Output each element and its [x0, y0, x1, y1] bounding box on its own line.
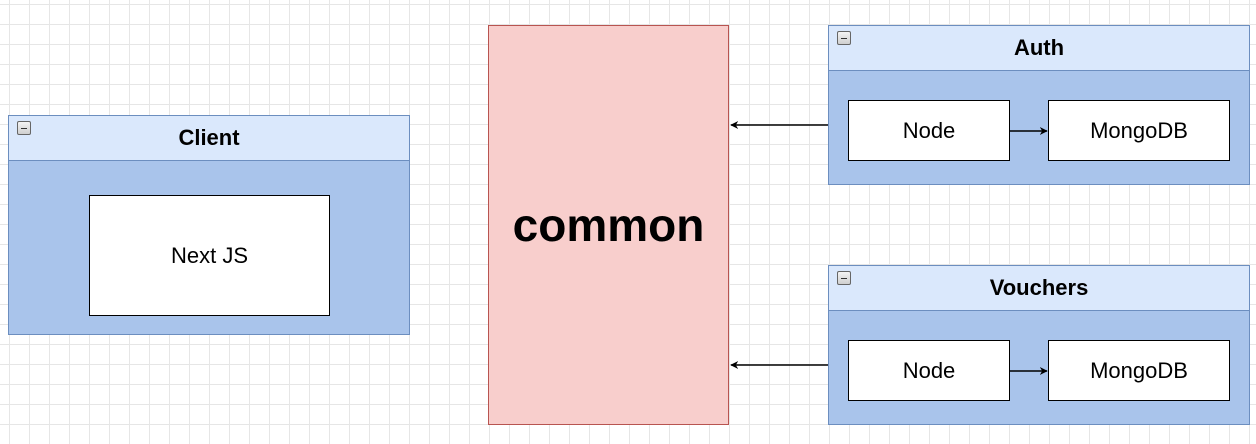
- vouchers-header: Vouchers: [829, 266, 1249, 311]
- client-header: Client: [9, 116, 409, 161]
- vouchers-node-service[interactable]: Node: [848, 340, 1010, 401]
- vouchers-title: Vouchers: [989, 275, 1089, 300]
- auth-container[interactable]: Auth Node MongoDB: [828, 25, 1250, 185]
- client-title: Client: [178, 125, 240, 150]
- vouchers-mongodb-service[interactable]: MongoDB: [1048, 340, 1230, 401]
- auth-title: Auth: [1013, 35, 1065, 60]
- auth-mongodb-service[interactable]: MongoDB: [1048, 100, 1230, 161]
- common-block[interactable]: common: [488, 25, 729, 425]
- collapse-icon[interactable]: [837, 271, 851, 285]
- vouchers-container[interactable]: Vouchers Node MongoDB: [828, 265, 1250, 425]
- collapse-icon[interactable]: [17, 121, 31, 135]
- auth-header: Auth: [829, 26, 1249, 71]
- auth-node-service[interactable]: Node: [848, 100, 1010, 161]
- collapse-icon[interactable]: [837, 31, 851, 45]
- client-container[interactable]: Client Next JS: [8, 115, 410, 335]
- nextjs-node[interactable]: Next JS: [89, 195, 330, 316]
